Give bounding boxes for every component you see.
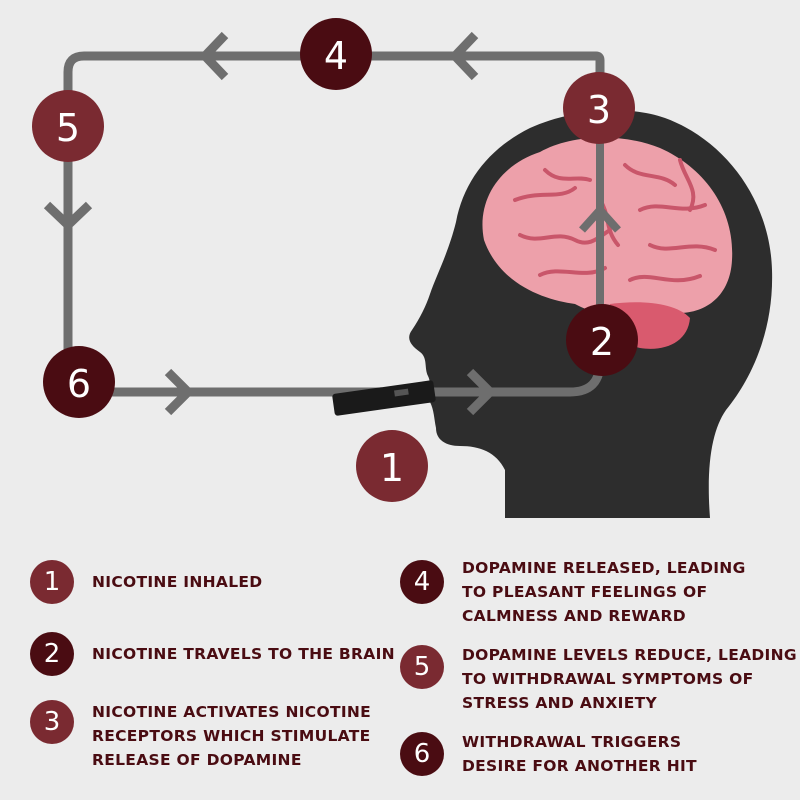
badge-1: 1	[356, 430, 428, 502]
arrow-right-2	[466, 368, 497, 416]
legend-text-3: NICOTINE ACTIVATES NICOTINE RECEPTORS WH…	[92, 703, 372, 769]
vape-device	[332, 380, 436, 416]
legend-badge-1: 1	[30, 560, 74, 604]
legend-text-1: NICOTINE INHALED	[92, 573, 263, 591]
svg-text:5: 5	[56, 106, 80, 150]
arrow-left-1	[198, 31, 229, 81]
legend-item-3: 3 NICOTINE ACTIVATES NICOTINE RECEPTORS …	[30, 700, 371, 772]
badge-3: 3	[563, 72, 635, 144]
badge-5: 5	[32, 90, 104, 162]
arrow-down	[43, 201, 93, 232]
badge-2: 2	[566, 304, 638, 376]
arrow-right-1	[164, 368, 195, 416]
svg-text:2: 2	[590, 320, 614, 364]
legend-badge-2: 2	[30, 632, 74, 676]
legend-badge-6: 6	[400, 732, 444, 776]
legend-badge-5: 5	[400, 645, 444, 689]
arrowheads	[43, 31, 621, 416]
badge-6: 6	[43, 346, 115, 418]
nicotine-cycle-diagram: 1 2 3 4 5 6	[32, 18, 773, 518]
arrow-up	[579, 204, 621, 233]
arrow-left-2	[448, 31, 479, 81]
legend-item-4: 4 DOPAMINE RELEASED, LEADING TO PLEASANT…	[400, 556, 746, 628]
svg-text:6: 6	[67, 362, 91, 406]
cycle-loop	[63, 51, 605, 397]
legend-badge-4: 4	[400, 560, 444, 604]
legend-text-2: NICOTINE TRAVELS TO THE BRAIN	[92, 645, 395, 663]
legend-text-4: DOPAMINE RELEASED, LEADING TO PLEASANT F…	[462, 559, 746, 625]
svg-text:4: 4	[324, 34, 348, 78]
legend-badge-3: 3	[30, 700, 74, 744]
svg-text:1: 1	[380, 446, 404, 490]
legend-text-6: WITHDRAWAL TRIGGERS DESIRE FOR ANOTHER H…	[462, 733, 697, 775]
legend-item-6: 6 WITHDRAWAL TRIGGERS DESIRE FOR ANOTHER…	[400, 730, 697, 778]
legend-item-5: 5 DOPAMINE LEVELS REDUCE, LEADING TO WIT…	[400, 643, 797, 715]
legend-item-1: 1 NICOTINE INHALED	[30, 560, 262, 604]
badge-4: 4	[300, 18, 372, 90]
legend-item-2: 2 NICOTINE TRAVELS TO THE BRAIN	[30, 632, 395, 676]
svg-text:3: 3	[587, 88, 611, 132]
legend-text-5: DOPAMINE LEVELS REDUCE, LEADING TO WITHD…	[462, 646, 797, 712]
